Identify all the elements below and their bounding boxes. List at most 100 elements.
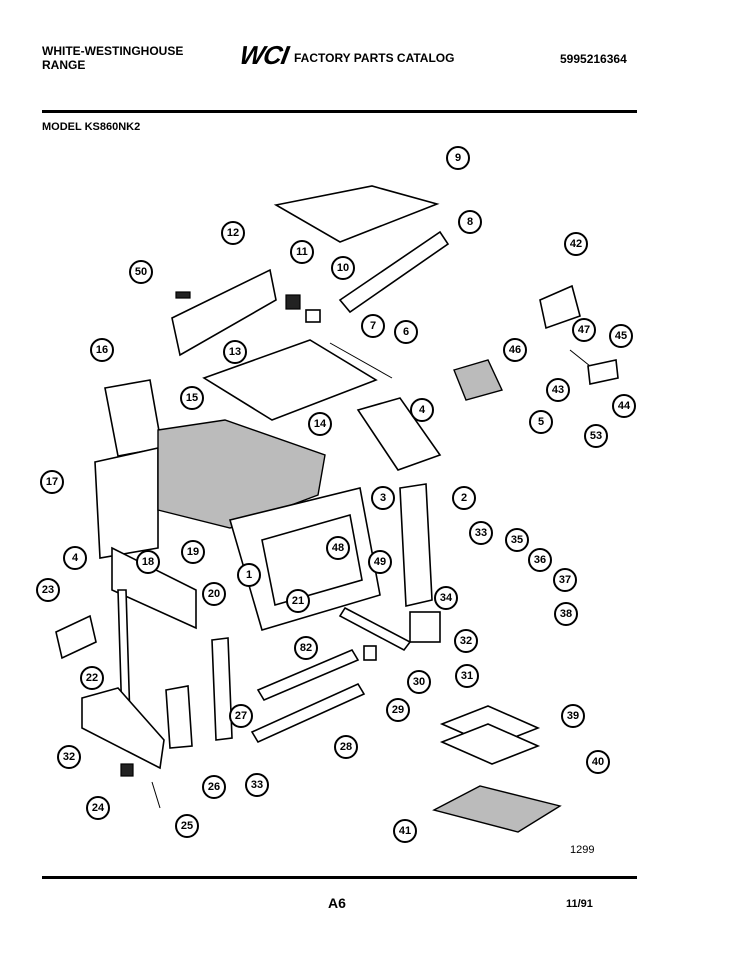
callout-9: 9 [446,146,470,170]
part-rail-30 [338,606,412,652]
part-side-26 [165,685,193,749]
callout-1: 1 [237,563,261,587]
callout-36: 36 [528,548,552,572]
callout-label: 21 [292,595,304,607]
callout-12: 12 [221,221,245,245]
callout-label: 22 [86,672,98,684]
callout-label: 29 [392,704,404,716]
part-rail-82 [256,648,360,702]
callout-6: 6 [394,320,418,344]
part-side-33 [211,637,233,741]
callout-49: 49 [368,550,392,574]
brand-label: WHITE-WESTINGHOUSE RANGE [42,44,183,72]
callout-43: 43 [546,378,570,402]
callout-label: 38 [560,608,572,620]
part-11 [285,294,301,310]
part-rail-8 [338,230,450,314]
model-label: MODEL KS860NK2 [42,121,141,133]
callout-15: 15 [180,386,204,410]
part-25 [151,781,161,809]
callout-label: 2 [461,492,467,504]
callout-40: 40 [586,750,610,774]
callout-44: 44 [612,394,636,418]
callout-label: 13 [229,346,241,358]
callout-label: 82 [300,642,312,654]
part-50 [175,291,191,299]
part-broiler-40 [439,723,541,765]
part-cooktop-13 [202,339,378,421]
callout-2: 2 [452,486,476,510]
callout-label: 41 [399,825,411,837]
callout-label: 46 [509,344,521,356]
callout-26: 26 [202,775,226,799]
callout-label: 19 [187,546,199,558]
callout-label: 36 [534,554,546,566]
catalog-date: 11/91 [566,898,593,910]
callout-4: 4 [63,546,87,570]
callout-14: 14 [308,412,332,436]
callout-label: 7 [370,320,376,332]
callout-label: 43 [552,384,564,396]
callout-29: 29 [386,698,410,722]
callout-18: 18 [136,550,160,574]
callout-label: 15 [186,392,198,404]
callout-label: 48 [332,542,344,554]
callout-label: 32 [460,635,472,647]
callout-label: 8 [467,216,473,228]
part-side-16 [104,379,163,457]
callout-label: 9 [455,152,461,164]
callout-27: 27 [229,704,253,728]
brand-line-1: WHITE-WESTINGHOUSE [42,44,184,58]
callout-label: 5 [538,416,544,428]
part-top-panel [273,185,440,243]
callout-23: 23 [36,578,60,602]
catalog-number: 5995216364 [560,52,627,66]
drawing-number: 1299 [570,844,595,856]
callout-16: 16 [90,338,114,362]
callout-3: 3 [371,486,395,510]
callout-46: 46 [503,338,527,362]
part-bracket-31 [409,611,441,643]
callout-35: 35 [505,528,529,552]
callout-label: 32 [63,751,75,763]
callout-label: 53 [590,430,602,442]
callout-21: 21 [286,589,310,613]
callout-41: 41 [393,819,417,843]
callout-19: 19 [181,540,205,564]
callout-39: 39 [561,704,585,728]
callout-label: 16 [96,344,108,356]
callout-label: 42 [570,238,582,250]
part-42 [539,284,581,330]
callout-20: 20 [202,582,226,606]
callout-10: 10 [331,256,355,280]
callout-label: 23 [42,584,54,596]
callout-label: 20 [208,588,220,600]
callout-label: 27 [235,710,247,722]
callout-24: 24 [86,796,110,820]
part-lower-front [111,546,197,630]
part-glass-22 [55,614,97,660]
callout-label: 49 [374,556,386,568]
part-back-panel-12 [171,268,277,357]
callout-17: 17 [40,470,64,494]
part-rack-41 [432,785,562,833]
callout-28: 28 [334,735,358,759]
callout-label: 4 [419,404,426,416]
callout-label: 50 [135,266,147,278]
part-44 [587,359,619,385]
callout-label: 3 [380,492,386,504]
part-side-17 [94,447,159,559]
callout-8: 8 [458,210,482,234]
callout-82: 82 [294,636,318,660]
callout-45: 45 [609,324,633,348]
callout-label: 1 [246,569,252,581]
callout-label: 33 [251,779,263,791]
callout-label: 31 [461,670,473,682]
callout-32: 32 [454,629,478,653]
leader-47 [569,349,591,367]
callout-label: 11 [296,246,308,258]
callout-label: 18 [142,556,154,568]
callout-label: 47 [578,324,590,336]
part-side-2 [399,483,433,607]
bottom-rule [42,876,637,879]
